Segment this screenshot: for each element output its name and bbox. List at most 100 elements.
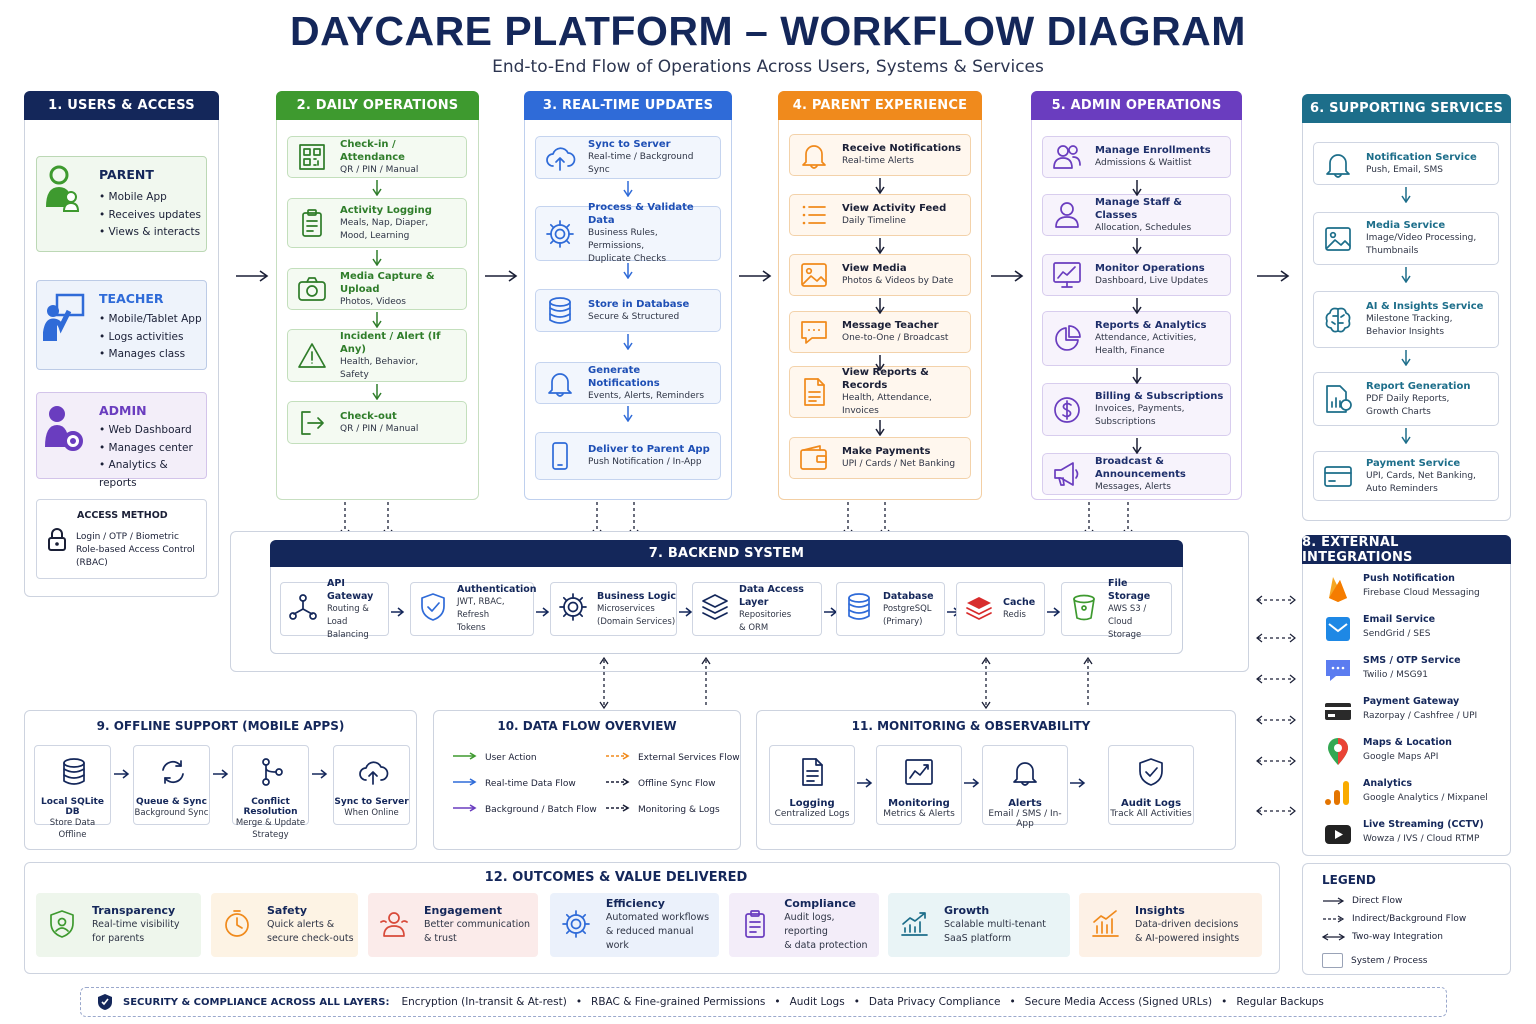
outcome-card-subtitle: Better communication: [424, 919, 531, 930]
legend-direct-flow: Direct Flow: [1322, 896, 1402, 906]
daily-card-title: Check-out: [340, 410, 397, 422]
gear-icon: [544, 218, 576, 250]
external-integrations-header: 8. EXTERNAL INTEGRATIONS: [1302, 535, 1511, 565]
bullet-separator: •: [774, 996, 781, 1008]
daily-operations-header: 2. DAILY OPERATIONS: [276, 91, 479, 120]
support-card-subtitle: Image/Video Processing,: [1366, 233, 1477, 243]
parentx-card-title: View Reports & Records: [842, 367, 929, 391]
parentx-card-subtitle: One-to-One / Broadcast: [842, 333, 949, 343]
dollar-icon: [1051, 394, 1083, 426]
backend-item-title: Data Access Layer: [739, 584, 804, 608]
monitoring-item-subtitle: Centralized Logs: [774, 809, 850, 819]
adminops-card-subtitle: Attendance, Activities,: [1095, 333, 1197, 343]
down-arrow: [1131, 180, 1142, 197]
parent-item: • Receives updates: [99, 208, 201, 221]
sms-icon: [1322, 654, 1350, 682]
down-arrow: [1401, 267, 1411, 284]
daily-card-subtitle: Health, Behavior,: [340, 356, 419, 367]
outcome-card-subtitle: secure check-outs: [267, 933, 354, 944]
support-card-title: Media Service: [1366, 220, 1446, 231]
layers-icon: [699, 591, 731, 627]
down-arrow: [875, 298, 885, 315]
image-icon: [798, 259, 830, 291]
bell-icon: [1008, 756, 1042, 790]
eye-shield-icon: [46, 908, 80, 942]
flow-arrow: [236, 270, 269, 282]
offline-support-header: 9. OFFLINE SUPPORT (MOBILE APPS): [96, 719, 345, 733]
security-items: Encryption (In-transit & At-rest)•RBAC &…: [401, 996, 1323, 1008]
realtime-card-subtitle: Events, Alerts, Reminders: [588, 390, 705, 401]
outcome-card-title: Efficiency: [605, 897, 665, 910]
clipboard-icon: [739, 908, 772, 942]
legend-label: Indirect/Background Flow: [1352, 914, 1467, 924]
down-arrow: [1401, 187, 1411, 204]
offline-item-subtitle: Merge & Update: [235, 818, 306, 828]
flow-line-icon: [452, 777, 478, 790]
firebase-icon: [1322, 572, 1350, 602]
data-flow-item: Offline Sync Flow: [605, 777, 715, 790]
payment-icon: [1322, 695, 1351, 723]
realtime-card-title: Store in Database: [588, 298, 690, 310]
external-item-title: Live Streaming (CCTV): [1363, 819, 1484, 830]
monitoring-item-title: Alerts: [1008, 798, 1042, 809]
shield-icon: [417, 591, 449, 627]
outcome-card-title: Growth: [944, 904, 990, 917]
backend-item-subtitle: AWS S3 / Cloud: [1108, 603, 1147, 627]
adminops-card-title: Monitor Operations: [1095, 263, 1205, 274]
users-access-header: 1. USERS & ACCESS: [24, 91, 219, 120]
database-icon: [843, 591, 875, 627]
outcome-card-subtitle: & AI-powered insights: [1135, 933, 1240, 944]
backend-item-subtitle: Tokens: [457, 623, 486, 633]
down-arrow: [1131, 238, 1142, 255]
daily-card-text: Incident / Alert (If Any)Health, Behavio…: [340, 330, 460, 382]
users-icon: [1051, 141, 1083, 173]
outcome-card-subtitle: & trust: [424, 933, 457, 944]
chat-icon: [798, 316, 830, 348]
teacher-item: • Logs activities: [99, 330, 184, 343]
phone-icon: [544, 440, 576, 472]
down-arrow: [875, 355, 885, 372]
down-arrow: [1401, 428, 1411, 445]
support-card-subtitle: Push, Email, SMS: [1366, 164, 1443, 175]
teacher-icon: [43, 293, 85, 342]
external-item: Live Streaming (CCTV)Wowza / IVS / Cloud…: [1322, 818, 1484, 846]
external-item-title: Email Service: [1363, 614, 1436, 625]
external-item-title: Maps & Location: [1363, 737, 1452, 748]
bullet-separator: •: [575, 996, 583, 1008]
teacher-items: • Mobile/Tablet App • Logs activities • …: [99, 311, 202, 364]
real-time-updates-header: 3. REAL-TIME UPDATES: [524, 91, 732, 120]
parent-icon: [46, 165, 80, 212]
teacher-item: • Mobile/Tablet App: [99, 313, 202, 325]
outcome-card-subtitle: Audit logs, reporting: [784, 912, 835, 937]
clipboard-icon: [296, 207, 328, 239]
flow-line-icon: [452, 803, 478, 816]
backend-item-subtitle: PostgreSQL: [883, 603, 932, 614]
security-item: Audit Logs: [789, 996, 845, 1008]
offline-item-subtitle: When Online: [344, 808, 399, 818]
backend-item-subtitle: Storage: [1108, 629, 1142, 640]
parent-title: PARENT: [99, 167, 154, 182]
